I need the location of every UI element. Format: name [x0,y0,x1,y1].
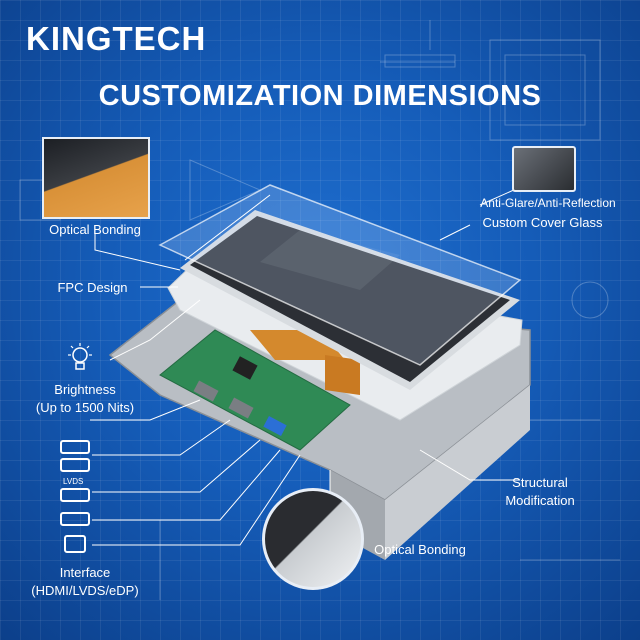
page-title: CUSTOMIZATION DIMENSIONS [98,80,542,112]
structural-label: Structural [512,475,568,490]
brightness-label: Brightness [54,382,116,397]
interface-sub-label: (HDMI/LVDS/eDP) [31,583,139,598]
ethernet-icon [64,535,86,553]
hdmi-mini-icon [60,458,90,472]
optical-bonding-label: Optical Bonding [49,222,141,237]
hdmi-icon [60,440,90,454]
lightbulb-icon [68,343,92,370]
lvds-icon [60,488,90,502]
interface-label: Interface [59,565,111,580]
anti-glare-label: Anti-Glare/Anti-Reflection [480,196,616,210]
optical-bonding-detail-circle [262,488,364,590]
optical-bonding-bottom-label: Optical Bonding [374,542,466,557]
brightness-sub-label: (Up to 1500 Nits) [35,400,135,415]
modification-label: Modification [505,493,575,508]
lvds-caption: LVDS [63,477,84,486]
anti-glare-thumbnail [512,146,576,192]
fpc-design-label: FPC Design [57,280,128,295]
cover-glass-label: Custom Cover Glass [482,215,603,230]
hdmi-icon-2 [60,512,90,526]
brand-logo: KINGTECH [26,20,207,57]
optical-bonding-thumbnail [42,137,150,219]
